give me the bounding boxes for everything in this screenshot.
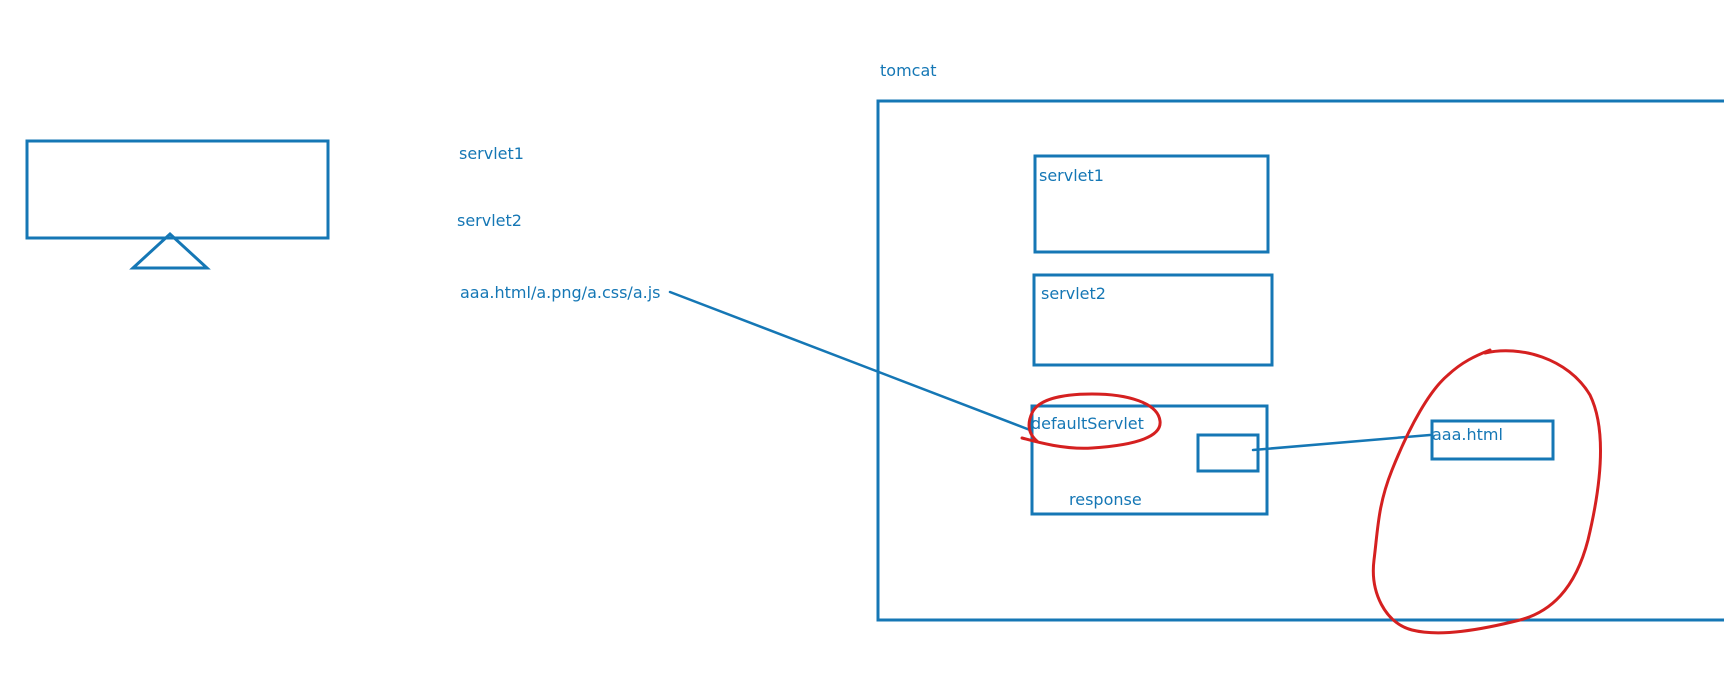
servlet1-box-label: servlet1: [1039, 166, 1104, 185]
response-inner-box: [1196, 433, 1260, 473]
default-servlet-highlight-circle: [1020, 392, 1162, 450]
client-monitor-stand: [129, 231, 211, 270]
aaa-html-highlight-circle: [1371, 348, 1602, 635]
static-resource-request-line: [668, 290, 1032, 432]
left-servlet1-label: servlet1: [459, 144, 524, 163]
servlet2-box: [1032, 273, 1274, 367]
aaa-html-box: [1430, 419, 1555, 461]
default-servlet-label: defaultServlet: [1031, 414, 1144, 433]
static-files-label: aaa.html/a.png/a.css/a.js: [460, 283, 661, 302]
client-monitor-screen: [25, 139, 330, 240]
servlet1-box: [1033, 154, 1270, 254]
servlet2-box-label: servlet2: [1041, 284, 1106, 303]
left-servlet2-label: servlet2: [457, 211, 522, 230]
tomcat-container-box: [876, 99, 1724, 622]
response-label: response: [1069, 490, 1142, 509]
tomcat-label: tomcat: [880, 61, 937, 80]
aaa-html-label: aaa.html: [1432, 425, 1503, 444]
response-to-aaa-html-line: [1251, 433, 1432, 452]
